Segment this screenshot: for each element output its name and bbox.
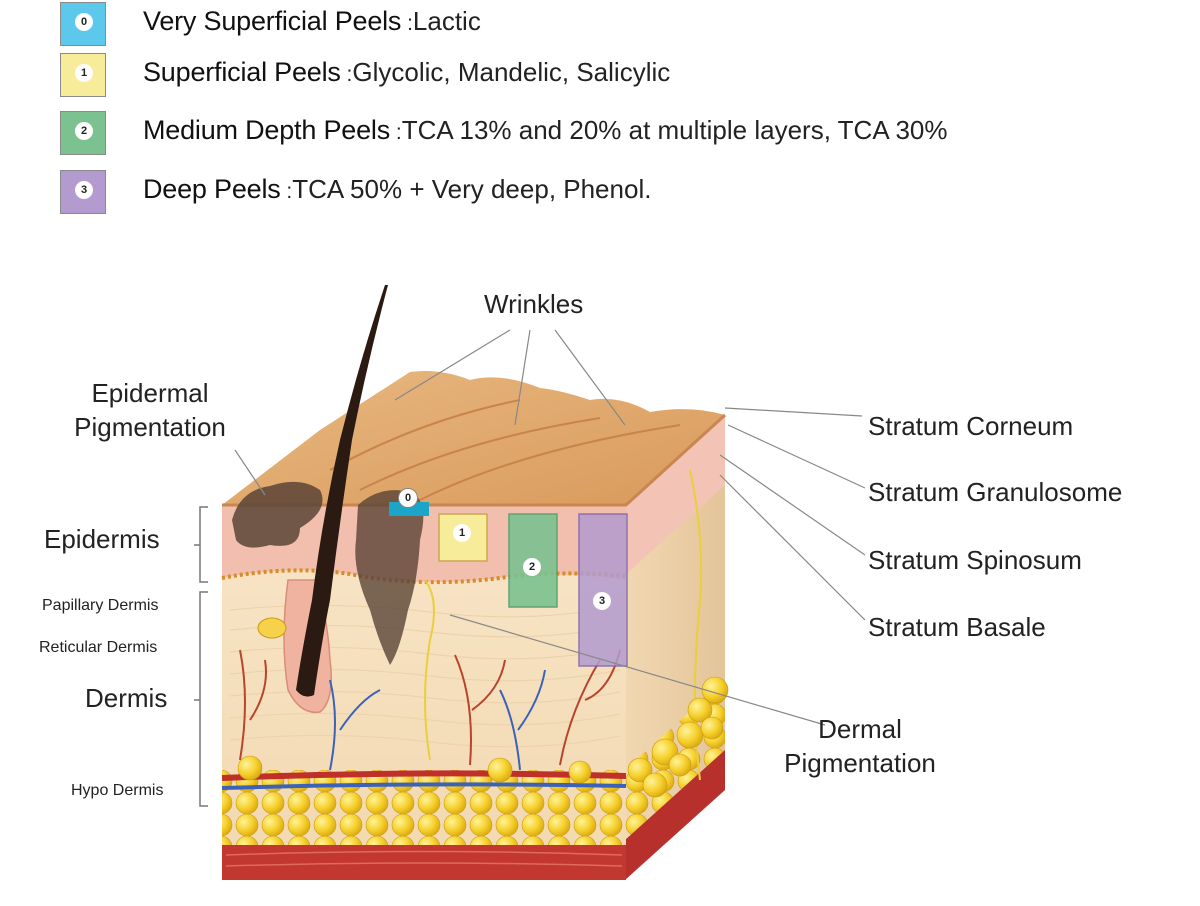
legend-line-1: Superficial Peels :Glycolic, Mandelic, S… [143,57,670,88]
legend-name-0: Very Superficial Peels [143,6,402,36]
legend-badge-3: 3 [75,181,93,199]
peel-marker-2-number: 2 [523,558,541,576]
sebaceous-gland [257,617,287,639]
label-stratum-basale: Stratum Basale [868,612,1046,642]
label-dermal-pigmentation-line2: Pigmentation [784,748,936,778]
label-epidermal-pigmentation-line2: Pigmentation [74,412,226,442]
legend-desc-3: TCA 50% + Very deep, Phenol. [292,174,652,204]
peel-marker-0-box [389,502,429,516]
vein-horizontal [221,782,627,790]
stratum-basale-line [221,568,627,585]
legend-badge-1: 1 [75,64,93,82]
legend-sep-2: : [390,121,402,144]
peel-marker-0-number: 0 [398,488,418,508]
peel-depth-legend: 0 Very Superficial Peels :Lactic 1 Super… [0,0,1200,230]
layer-brackets [194,506,208,807]
side-epidermis-band [625,415,725,575]
legend-swatch-2: 2 [60,111,106,155]
label-hypo-dermis: Hypo Dermis [71,782,164,799]
legend-swatch-0: 0 [60,2,106,46]
muscle-texture [225,850,623,867]
legend-desc-1: Glycolic, Mandelic, Salicylic [352,57,671,87]
top-front-edge [222,413,727,507]
legend-sep-3: : [280,180,293,203]
front-fat-layer [222,770,626,845]
legend-badge-2: 2 [75,122,93,140]
legend-line-0: Very Superficial Peels :Lactic [143,6,481,37]
legend-sep-0: : [401,12,413,35]
label-dermal-pigmentation: Dermal Pigmentation [760,712,960,780]
label-wrinkles: Wrinkles [484,289,584,319]
legend-badge-0: 0 [75,13,93,31]
label-epidermal-pigmentation: Epidermal Pigmentation [52,376,248,444]
legend-line-2: Medium Depth Peels :TCA 13% and 20% at m… [143,115,948,146]
fat-cells-cluster [237,676,729,798]
dermal-pigmentation-spot [355,490,424,665]
leader-lines [234,329,866,726]
peel-marker-1-number: 1 [453,524,471,542]
label-papillary-dermis: Papillary Dermis [42,597,159,614]
legend-swatch-3: 3 [60,170,106,214]
label-dermal-pigmentation-line1: Dermal [818,714,902,744]
wrinkle-lines [329,399,681,501]
peel-marker-3-box [578,513,628,667]
label-stratum-granulosome: Stratum Granulosome [868,477,1123,507]
hair-shaft [296,285,388,697]
label-stratum-corneum: Stratum Corneum [868,411,1074,441]
label-epidermal-pigmentation-line1: Epidermal [91,378,209,408]
legend-name-1: Superficial Peels [143,57,341,87]
legend-sep-1: : [340,63,353,86]
label-reticular-dermis: Reticular Dermis [39,639,158,656]
legend-desc-0: Lactic [412,6,481,36]
legend-line-3: Deep Peels :TCA 50% + Very deep, Phenol. [143,174,651,205]
side-muscle-layer [625,750,725,880]
legend-name-3: Deep Peels [143,174,281,204]
peel-marker-3-number: 3 [593,592,611,610]
label-epidermis: Epidermis [44,524,160,554]
skin-top-surface [222,371,725,505]
legend-desc-2: TCA 13% and 20% at multiple layers, TCA … [401,115,948,145]
legend-swatch-1: 1 [60,53,106,97]
legend-name-2: Medium Depth Peels [143,115,391,145]
label-stratum-spinosum: Stratum Spinosum [868,545,1082,575]
label-dermis: Dermis [85,683,168,713]
epidermal-pigmentation-spot [232,481,323,548]
